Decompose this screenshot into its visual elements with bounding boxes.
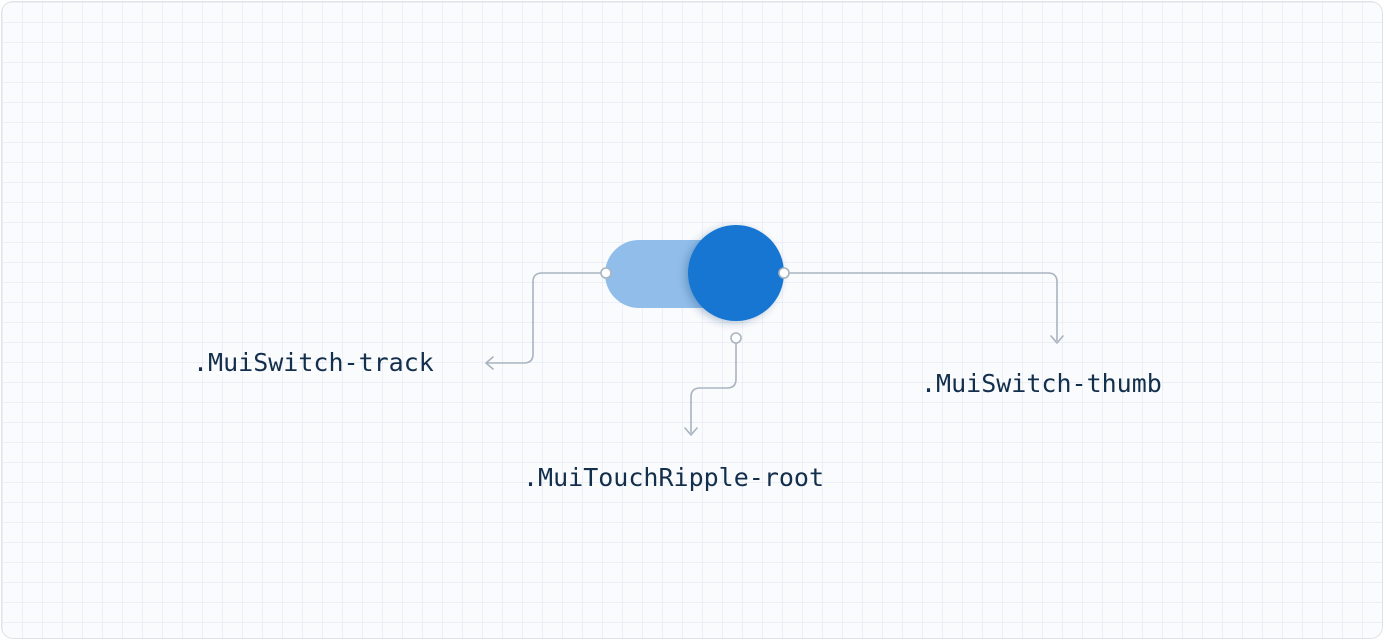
arrow-head-icon <box>485 356 494 370</box>
ripple-class-label: .MuiTouchRipple-root <box>523 463 825 492</box>
track-connector-line <box>487 272 606 364</box>
thumb-connector-line <box>784 272 1058 341</box>
ripple-connector-dot-icon <box>730 332 742 344</box>
ripple-connector-line <box>690 343 737 433</box>
arrow-head-icon <box>1050 335 1064 344</box>
thumb-connector-dot-icon <box>778 267 790 279</box>
track-class-label: .MuiSwitch-track <box>193 348 434 377</box>
switch-thumb <box>688 225 784 321</box>
track-connector-dot-icon <box>600 267 612 279</box>
arrow-head-icon <box>684 427 698 436</box>
thumb-class-label: .MuiSwitch-thumb <box>921 369 1162 398</box>
